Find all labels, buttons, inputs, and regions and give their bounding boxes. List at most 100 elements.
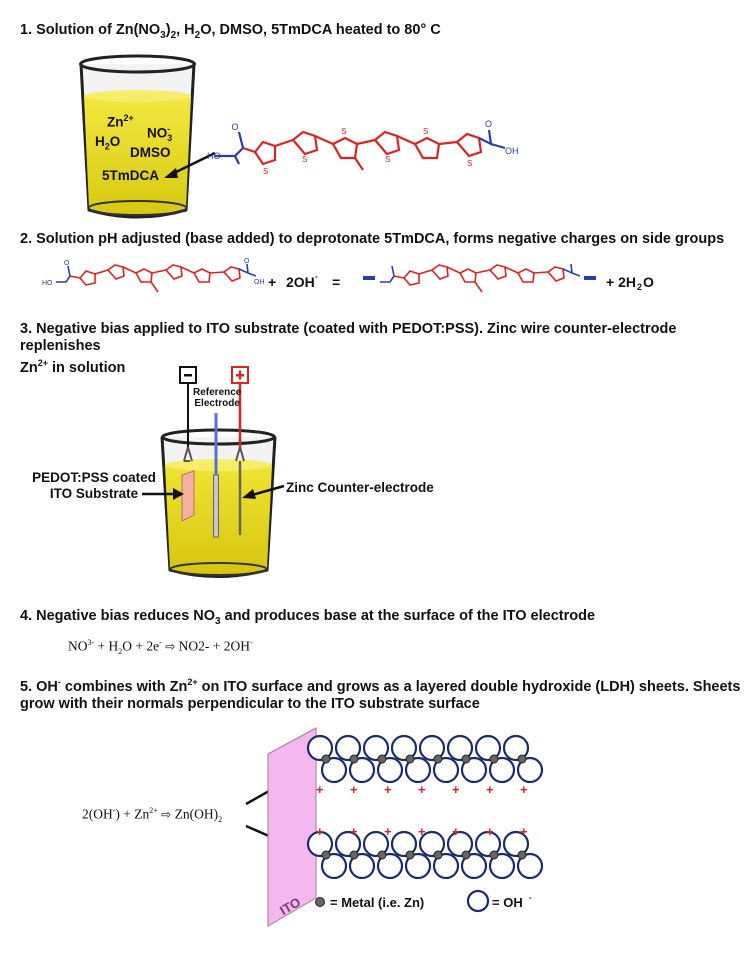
svg-text:HO: HO <box>42 280 53 287</box>
oh-ion <box>390 830 418 858</box>
reduction-equation: NO3- + H2O + 2e- ⇨ NO2- + 2OH- <box>68 638 253 657</box>
oh-ion <box>390 734 418 762</box>
oh-ion <box>432 852 460 880</box>
ldh-diagram: ITO ++++++++++++++ = Metal (i.e. Zn) = O… <box>245 727 544 927</box>
positive-charge: + <box>418 782 426 797</box>
svg-text:=: = <box>332 274 340 290</box>
svg-text:O: O <box>643 274 654 290</box>
zn-metal-ion <box>321 754 331 764</box>
oh-ion <box>446 734 474 762</box>
positive-charge: + <box>452 782 460 797</box>
oh-ion <box>376 852 404 880</box>
oh-ion <box>474 734 502 762</box>
pointer-arrow <box>164 151 216 178</box>
svg-text:S: S <box>467 159 472 168</box>
positive-charge: + <box>384 782 392 797</box>
oh-ion <box>516 756 544 784</box>
oh-ion <box>446 830 474 858</box>
positive-charge: + <box>418 824 426 839</box>
zinc-counter-electrode-label: Zinc Counter-electrode <box>286 480 434 495</box>
svg-text:O: O <box>231 122 238 132</box>
step-2-heading: 2. Solution pH adjusted (base added) to … <box>20 231 725 247</box>
zn-metal-ion <box>517 850 527 860</box>
step-4-heading: 4. Negative bias reduces NO3 and produce… <box>20 608 596 627</box>
deprotonation-equation: HO O O OH + 2OH - = + 2H 2 O <box>42 258 654 293</box>
oh-ion <box>418 830 446 858</box>
oh-ion <box>306 830 334 858</box>
zn-metal-ion <box>349 754 359 764</box>
oh-ion <box>348 756 376 784</box>
svg-text:S: S <box>302 155 307 164</box>
svg-text:HO: HO <box>207 151 221 161</box>
step-1-heading: 1. Solution of Zn(NO3)2, H2O, DMSO, 5TmD… <box>20 22 441 41</box>
5tmdca-label: 5TmDCA <box>102 168 160 183</box>
oh-ion <box>502 830 530 858</box>
positive-charge: + <box>350 824 358 839</box>
water-label: H2O <box>95 134 121 152</box>
zn-metal-ion <box>405 850 415 860</box>
positive-charge: + <box>452 824 460 839</box>
zn-metal-ion <box>321 850 331 860</box>
svg-text:-: - <box>529 893 532 902</box>
zn-metal-ion <box>377 850 387 860</box>
positive-charge: + <box>384 824 392 839</box>
oh-ion <box>362 734 390 762</box>
zinc-pointer-arrow <box>242 484 285 499</box>
positive-charge: + <box>316 824 324 839</box>
svg-text:= Metal (i.e. Zn): = Metal (i.e. Zn) <box>330 895 424 910</box>
oh-ion <box>460 756 488 784</box>
dmso-label: DMSO <box>130 145 171 160</box>
oh-ion <box>306 734 334 762</box>
zn-metal-ion <box>489 754 499 764</box>
svg-text:S: S <box>263 167 268 176</box>
electrochemical-cell <box>160 366 277 578</box>
oh-ion <box>488 756 516 784</box>
oh-ion <box>320 852 348 880</box>
oh-ion <box>404 852 432 880</box>
oh-ion <box>320 756 348 784</box>
oh-ion <box>502 734 530 762</box>
positive-charge: + <box>350 782 358 797</box>
oh-ion <box>432 756 460 784</box>
5tmdca-molecule: O HO S S S S S S O OH <box>207 119 519 176</box>
svg-text:S: S <box>341 127 346 136</box>
zn-metal-ion <box>517 754 527 764</box>
svg-text:OH: OH <box>505 146 519 156</box>
hydroxide-equation: 2(OH-) + Zn2+ ⇨ Zn(OH)2 <box>82 806 223 825</box>
zn-metal-ion <box>461 754 471 764</box>
oh-ion <box>376 756 404 784</box>
svg-text:O: O <box>244 258 250 265</box>
positive-charge: + <box>520 782 528 797</box>
svg-text:+ 2H: + 2H <box>606 274 636 290</box>
nitrate-label: NO3- <box>147 124 173 144</box>
oh-ion <box>488 852 516 880</box>
positive-charge: + <box>520 824 528 839</box>
svg-text:S: S <box>423 127 428 136</box>
oh-ion <box>348 852 376 880</box>
oh-ion <box>516 852 544 880</box>
zn-metal-ion <box>377 754 387 764</box>
step-5-heading: 5. OH- combines with Zn2+ on ITO surface… <box>20 677 741 712</box>
zn-metal-ion <box>433 754 443 764</box>
beaker-illustration <box>79 54 196 219</box>
svg-text:-: - <box>315 272 318 281</box>
positive-charge: + <box>486 782 494 797</box>
svg-text:S: S <box>385 155 390 164</box>
svg-text:2OH: 2OH <box>286 274 315 290</box>
zn-metal-ion <box>489 850 499 860</box>
oh-ion <box>460 852 488 880</box>
oh-ion <box>404 756 432 784</box>
svg-text:O: O <box>485 119 492 129</box>
svg-text:2: 2 <box>637 282 642 292</box>
zn-metal-ion <box>461 850 471 860</box>
svg-text:OH: OH <box>254 279 265 286</box>
svg-text:= OH: = OH <box>492 895 523 910</box>
oh-ion <box>334 830 362 858</box>
zn-metal-ion <box>433 850 443 860</box>
oh-ion <box>418 734 446 762</box>
ito-pointer-arrow <box>142 488 184 500</box>
positive-charge: + <box>316 782 324 797</box>
zn-metal-ion <box>405 754 415 764</box>
